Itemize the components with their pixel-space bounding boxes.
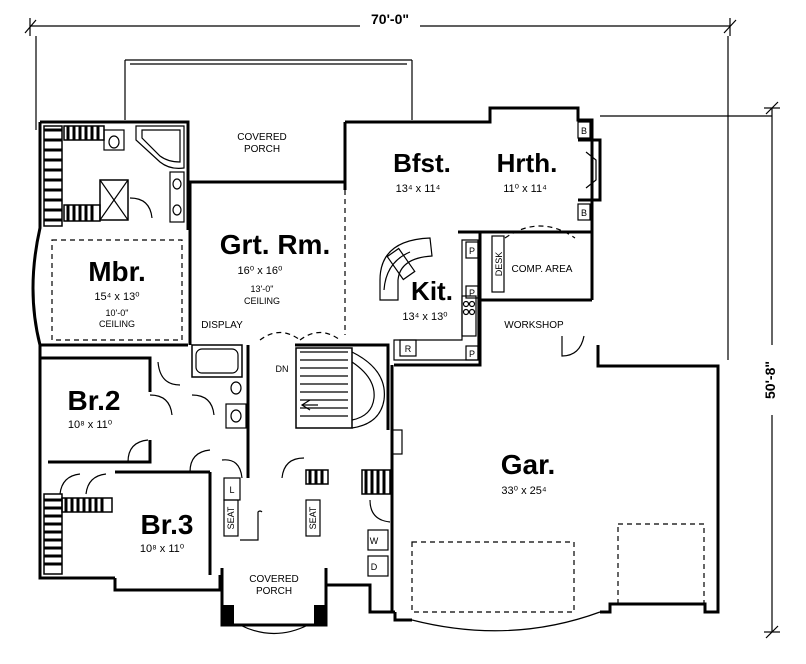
room-hrth: Hrth. 11⁰ x 11⁴ [497,148,558,195]
bfst-name: Bfst. [393,148,451,178]
workshop: WORKSHOP [504,320,585,357]
workshop-label: WORKSHOP [504,320,564,331]
room-garage: Gar. 33⁰ x 25⁴ [391,429,705,613]
master-bath [103,125,185,223]
grt-rm-size: 16⁰ x 16⁰ [238,265,283,277]
depth-dimension: 50'-8" [600,101,782,639]
staircase: DN [276,347,385,429]
pantry-p-1: P [469,246,475,256]
grt-rm-ceiling-height: 13'-0" [251,284,274,294]
rear-porch-label-line1: COVERED [237,132,286,143]
built-in-b-top: B [581,126,587,136]
kit-name: Kit. [411,276,453,306]
linen-l-label: L [229,485,234,495]
hrth-name: Hrth. [497,148,558,178]
exterior-walls [31,106,720,634]
mbr-size: 15⁴ x 13⁰ [94,291,140,303]
washer-label: W [370,536,379,546]
comp-area: DESK COMP. AREA [491,225,576,293]
seat-right-label: SEAT [308,506,318,529]
rear-porch-label-line2: PORCH [244,144,280,155]
stairs-dn-label: DN [276,364,289,374]
laundry: W D [367,499,391,577]
rear-covered-porch: COVERED PORCH [124,59,413,155]
br2-size: 10⁸ x 11⁰ [68,419,113,431]
fireplace: B B [577,121,602,221]
refrigerator-r: R [405,344,412,354]
seat-left-label: SEAT [226,506,236,529]
comp-area-label: COMP. AREA [512,264,573,275]
bfst-size: 13⁴ x 11⁴ [396,183,441,195]
desk-label: DESK [494,252,504,277]
room-mbr: Mbr. 15⁴ x 13⁰ 10'-0" CEILING [51,239,183,341]
display-label: DISPLAY [201,320,243,331]
room-great-room: Grt. Rm. 16⁰ x 16⁰ 13'-0" CEILING DISPLA… [201,190,346,341]
br3-name: Br.3 [141,509,194,540]
mbr-name: Mbr. [88,256,146,287]
pantry-p-3: P [469,349,475,359]
depth-label: 50'-8" [762,361,778,399]
foyer: L SEAT SEAT [221,457,391,541]
br2-name: Br.2 [68,385,121,416]
pantry-p-2: P [469,288,475,298]
hrth-size: 11⁰ x 11⁴ [503,183,547,195]
kit-size: 13⁴ x 13⁰ [402,311,448,323]
mbr-ceiling-height: 10'-0" [106,308,129,318]
dryer-label: D [371,562,378,572]
room-br3: Br.3 10⁸ x 11⁰ [140,449,211,555]
mbr-ceiling-label: CEILING [99,319,135,329]
hall-bath [191,344,247,429]
front-porch-label-line1: COVERED [249,574,298,585]
front-covered-porch: COVERED PORCH [249,574,298,597]
gar-name: Gar. [501,449,555,480]
br3-size: 10⁸ x 11⁰ [140,543,185,555]
room-kitchen: Kit. 13⁴ x 13⁰ R P P P [379,237,479,361]
br3-closet [43,473,113,575]
front-porch-label-line2: PORCH [256,586,292,597]
room-bfst: Bfst. 13⁴ x 11⁴ [393,148,451,195]
built-in-b-bottom: B [581,208,587,218]
width-dimension: 70'-0" [24,10,737,360]
room-br2: Br.2 10⁸ x 11⁰ [68,361,181,463]
grt-rm-name: Grt. Rm. [220,229,330,260]
width-label: 70'-0" [371,11,409,27]
gar-size: 33⁰ x 25⁴ [501,485,546,497]
grt-rm-ceiling-label: CEILING [244,296,280,306]
master-closet [43,125,129,227]
